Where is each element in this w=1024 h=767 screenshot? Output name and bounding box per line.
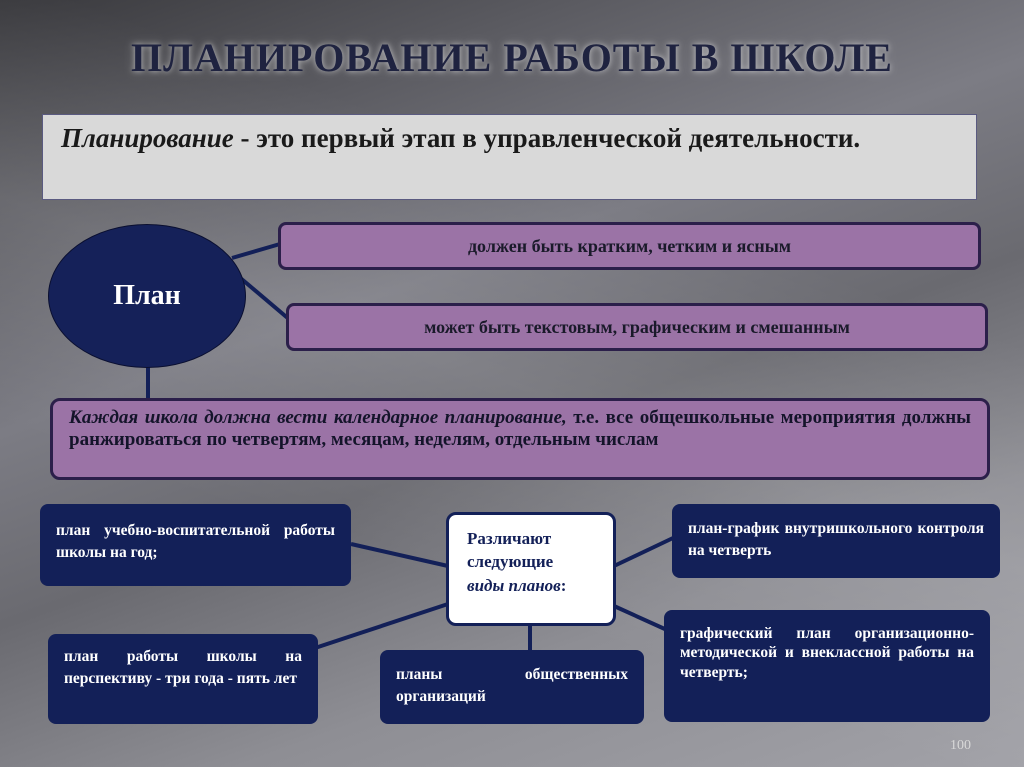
calendar-planning-italic: Каждая школа должна вести календарное пл… [69,407,567,428]
plan-type-public-organizations: планы общественных организаций [380,650,644,724]
center-colon: : [560,575,567,595]
connector-center-item5 [613,604,668,632]
slide-title: ПЛАНИРОВАНИЕ РАБОТЫ В ШКОЛЕ [131,35,893,80]
page-number: 100 [950,738,971,753]
calendar-planning-box: Каждая школа должна вести календарное пл… [50,398,990,480]
definition-box: Планирование - это первый этап в управле… [42,114,977,200]
center-line-3: виды планов: [467,574,613,597]
plan-label: План [113,280,181,311]
center-italic: виды планов [467,575,561,595]
plan-type-graphic-quarter: графический план организационно- методич… [664,610,990,722]
definition-text: - это первый этап в управленческой деяте… [233,123,861,153]
plan-type-control-schedule: план-график внутришкольного контроля на … [672,504,1000,578]
plan-type-annual: план учебно-воспитательной работы школы … [40,504,351,586]
plan-types-center-box: Различают следующие виды планов: [446,512,616,626]
plan-property-format: может быть текстовым, графическим и смеш… [286,303,988,351]
connector-center-item1 [350,542,449,568]
plan-ellipse: План [48,224,246,368]
connector-plan-prop1 [231,242,281,260]
center-line-2: следующие [467,552,554,572]
calendar-planning-text: т.е. все общешкольные мероприятия должны… [69,407,971,451]
plan-property-brief: должен быть кратким, четким и ясным [278,222,981,270]
plan-type-perspective: план работы школы на перспективу - три г… [48,634,318,724]
center-line-1: Различают [467,529,552,548]
connector-center-item2 [613,536,674,568]
plan-property-format-text: может быть текстовым, графическим и смеш… [424,316,850,337]
connector-center-item3 [314,602,449,650]
definition-term: Планирование [61,123,234,153]
connector-plan-prop2 [236,274,292,322]
plan-property-brief-text: должен быть кратким, четким и ясным [467,235,792,256]
